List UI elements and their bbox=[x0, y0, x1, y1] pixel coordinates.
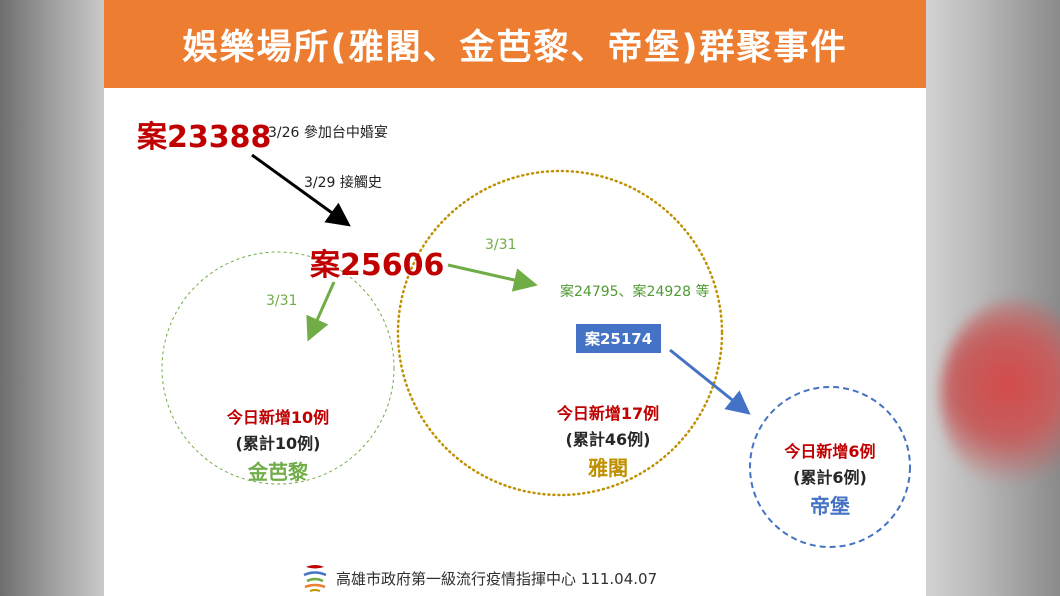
index-case-label: 案25606 bbox=[310, 248, 445, 283]
yage-total-count: (累計46例) bbox=[565, 430, 651, 449]
cluster-circle-yage bbox=[396, 169, 724, 497]
jinbali-name: 金芭黎 bbox=[248, 460, 308, 484]
source-case-note: 3/26 參加台中婚宴 bbox=[268, 125, 388, 141]
cluster-circle-jinbali bbox=[161, 251, 395, 485]
contact-arrow bbox=[251, 153, 351, 227]
dibao-new-count: 今日新增6例 bbox=[784, 442, 876, 461]
background-right bbox=[926, 0, 1060, 596]
kaohsiung-logo-icon bbox=[303, 565, 327, 592]
yage-name: 雅閣 bbox=[588, 456, 628, 480]
cluster-circle-dibao bbox=[749, 386, 911, 548]
cluster-jinbali: 今日新增10例 (累計10例) 金芭黎 bbox=[198, 404, 358, 485]
title-bar: 娛樂場所(雅閣、金芭黎、帝堡)群聚事件 bbox=[104, 0, 926, 88]
date-to-jinbali: 3/31 bbox=[266, 293, 298, 309]
footer: 高雄市政府第一級流行疫情指揮中心 111.04.07 bbox=[300, 563, 657, 593]
yage-link-case-badge: 案25174 bbox=[576, 324, 662, 353]
source-case-label: 案23388 bbox=[137, 120, 272, 155]
background-blur-shape bbox=[940, 300, 1060, 490]
yage-new-count: 今日新增17例 bbox=[556, 404, 660, 423]
jinbali-new-count: 今日新增10例 bbox=[226, 408, 330, 427]
diagram-canvas bbox=[161, 153, 911, 548]
cluster-dibao: 今日新增6例 (累計6例) 帝堡 bbox=[750, 438, 910, 519]
page-title: 娛樂場所(雅閣、金芭黎、帝堡)群聚事件 bbox=[182, 27, 848, 68]
jinbali-total-count: (累計10例) bbox=[235, 434, 321, 453]
slide: 娛樂場所(雅閣、金芭黎、帝堡)群聚事件 案23388 3/26 參加台中婚宴 3… bbox=[104, 0, 926, 596]
background-left bbox=[0, 0, 104, 596]
contact-label: 3/29 接觸史 bbox=[304, 175, 382, 191]
cluster-yage: 今日新增17例 (累計46例) 雅閣 bbox=[528, 400, 688, 481]
arrow-to-dibao bbox=[669, 348, 751, 415]
arrow-to-yage bbox=[447, 263, 538, 292]
arrow-to-jinbali bbox=[306, 281, 336, 342]
date-to-yage: 3/31 bbox=[485, 237, 517, 253]
footer-text: 高雄市政府第一級流行疫情指揮中心 111.04.07 bbox=[336, 569, 658, 588]
dibao-total-count: (累計6例) bbox=[793, 468, 867, 487]
yage-related-cases: 案24795、案24928 等 bbox=[560, 284, 710, 300]
dibao-name: 帝堡 bbox=[810, 494, 850, 518]
